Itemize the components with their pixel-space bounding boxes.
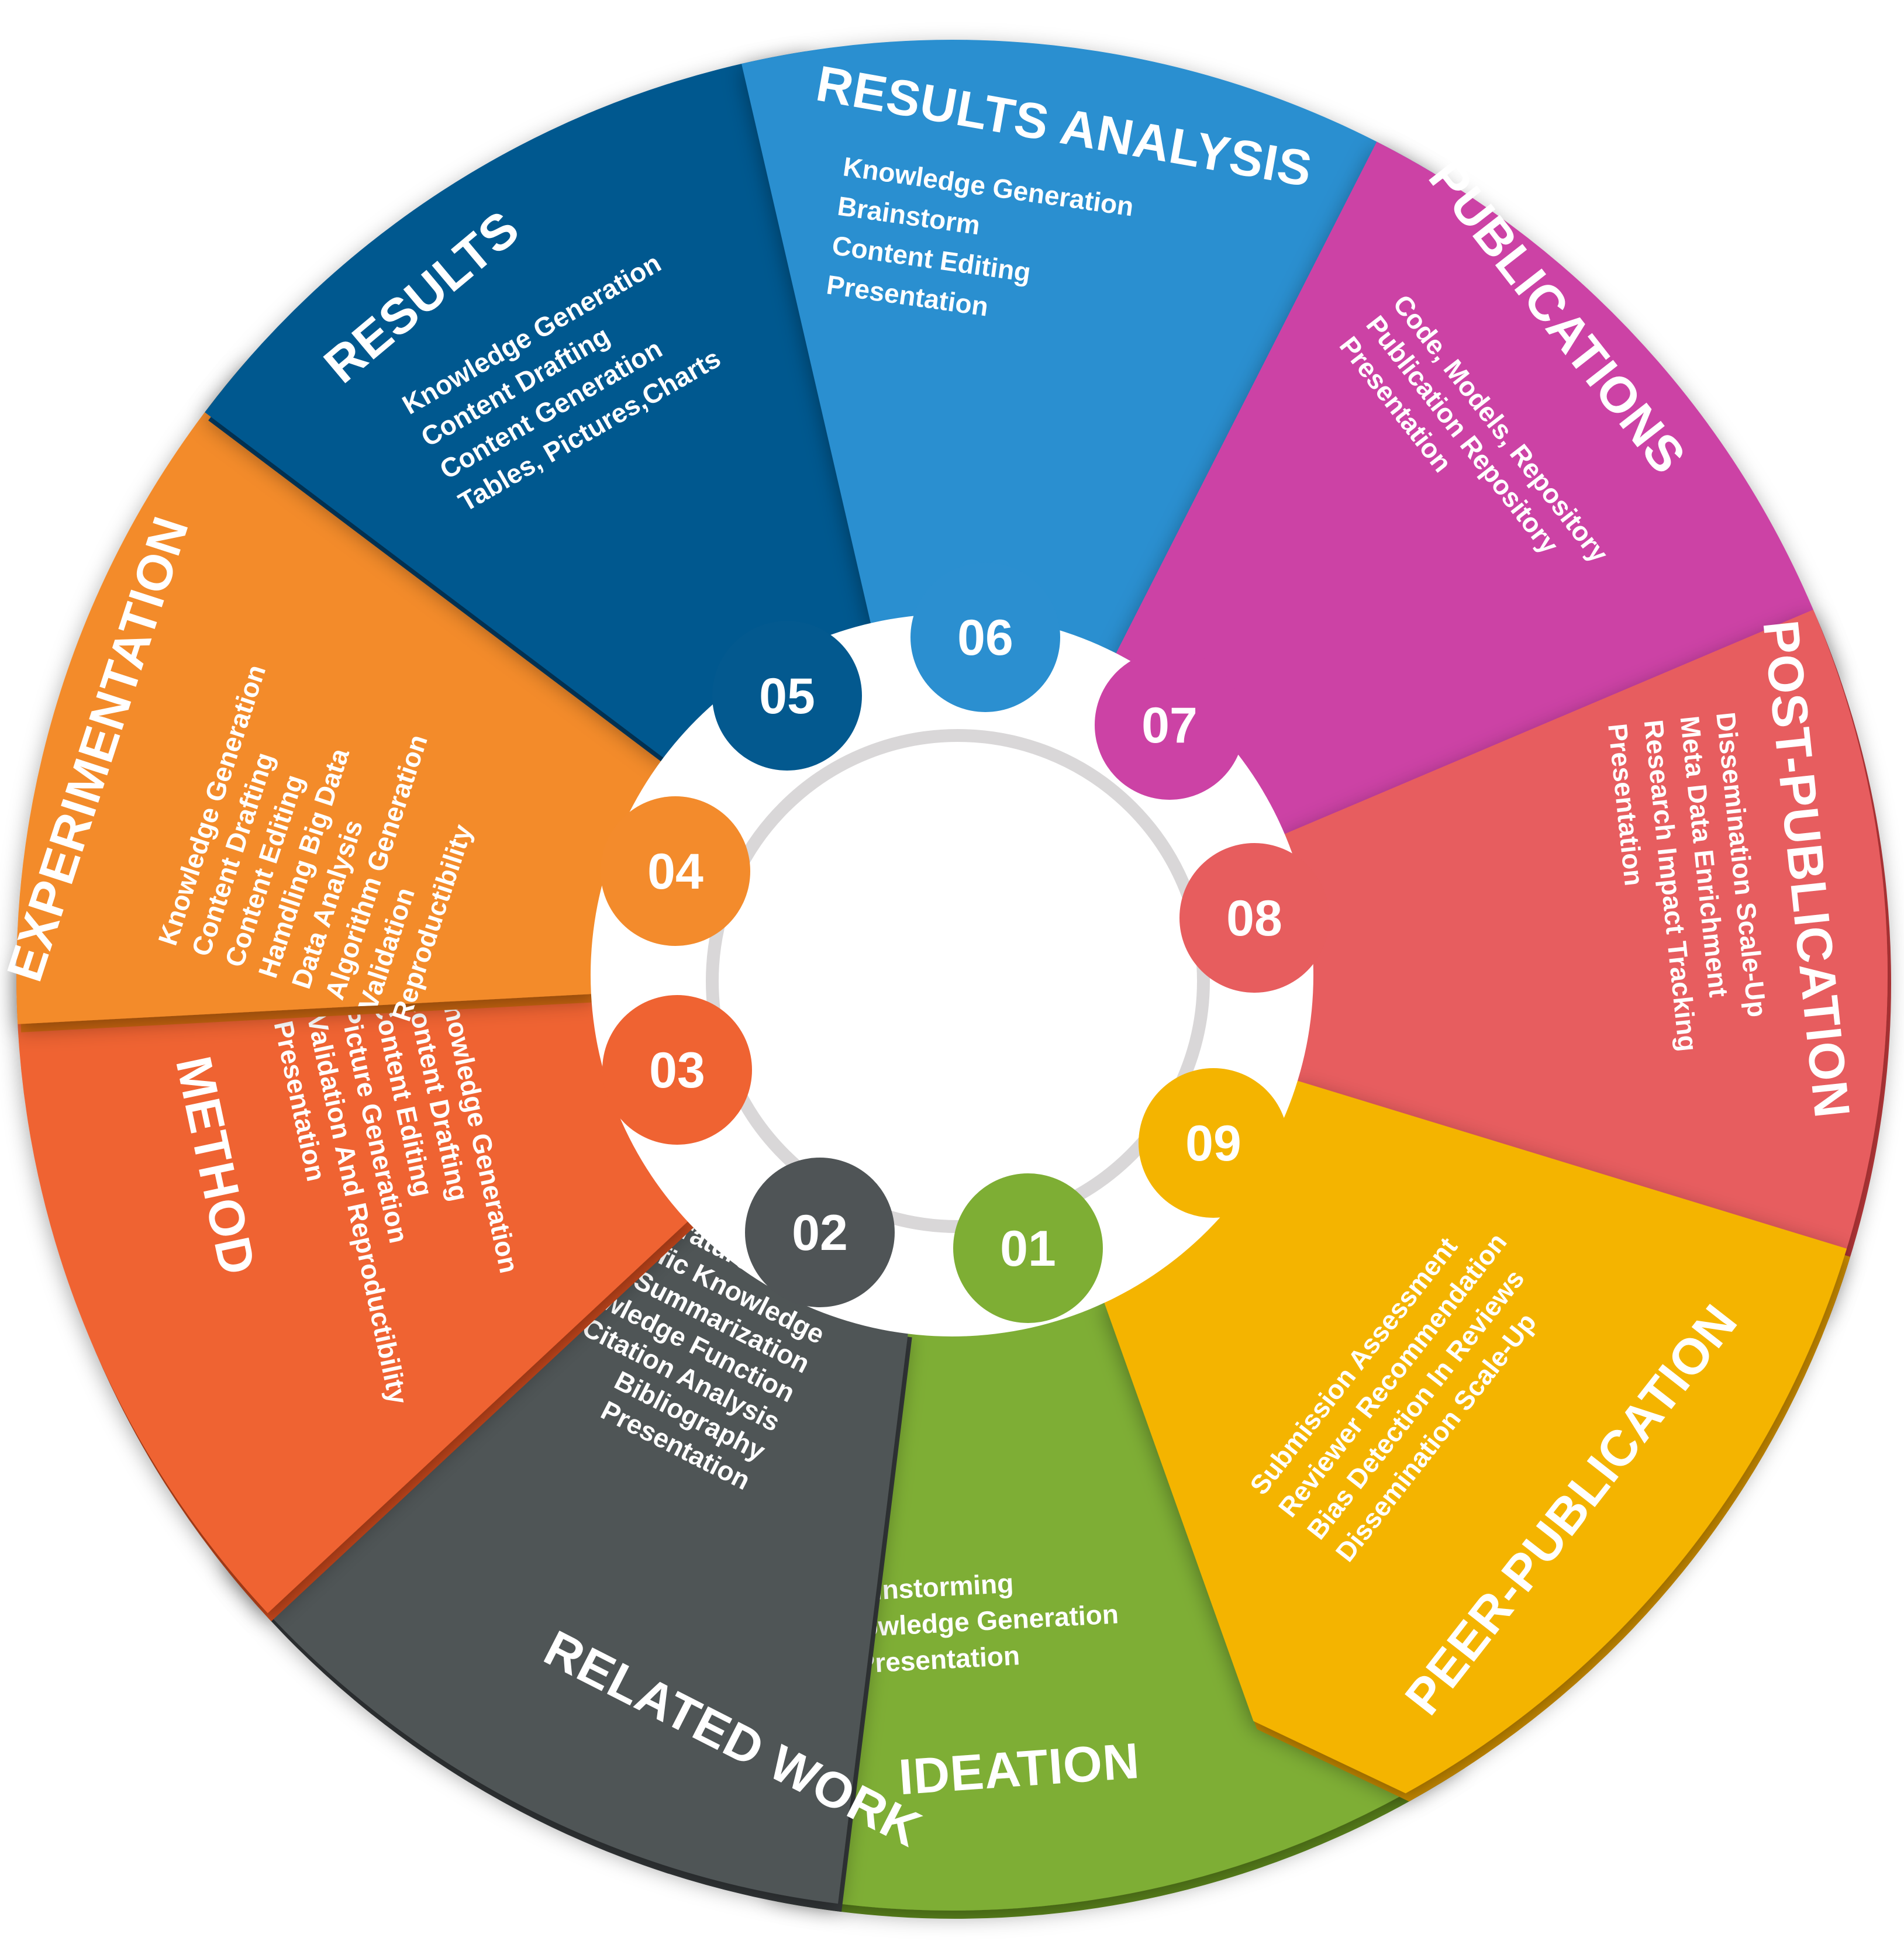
step-number: 03 [649, 1042, 705, 1099]
step-badge-04: 04 [601, 796, 750, 946]
step-badge-03: 03 [602, 995, 752, 1145]
step-badge-circle [745, 1158, 895, 1307]
step-badge-circle [602, 995, 752, 1145]
step-badge-01: 01 [953, 1173, 1103, 1323]
step-badge-09: 09 [1139, 1068, 1288, 1218]
center-panel: 01 02 03 04 05 06 07 08 09 [591, 562, 1329, 1336]
step-number: 02 [792, 1205, 848, 1261]
step-number: 09 [1185, 1115, 1241, 1172]
step-number: 04 [647, 844, 703, 900]
step-badge-circle [1139, 1068, 1288, 1218]
step-badge-circle [712, 621, 862, 771]
step-number: 05 [759, 668, 815, 724]
step-number: 07 [1141, 697, 1198, 754]
sector-shape [1102, 1079, 1847, 1794]
step-number: 06 [957, 610, 1013, 666]
step-badge-circle [953, 1173, 1103, 1323]
step-badge-circle [910, 562, 1060, 712]
step-badge-circle [1179, 843, 1329, 993]
step-badge-02: 02 [745, 1158, 895, 1307]
step-badge-circle [1095, 650, 1244, 800]
step-badge-circle [601, 796, 750, 946]
step-number: 01 [1000, 1221, 1056, 1277]
step-badge-07: 07 [1095, 650, 1244, 800]
sector-shape [205, 51, 924, 761]
step-badge-06: 06 [910, 562, 1060, 712]
sector-shape [16, 863, 691, 1614]
step-badge-05: 05 [712, 621, 862, 771]
step-number: 08 [1226, 890, 1282, 947]
step-badge-08: 08 [1179, 843, 1329, 993]
